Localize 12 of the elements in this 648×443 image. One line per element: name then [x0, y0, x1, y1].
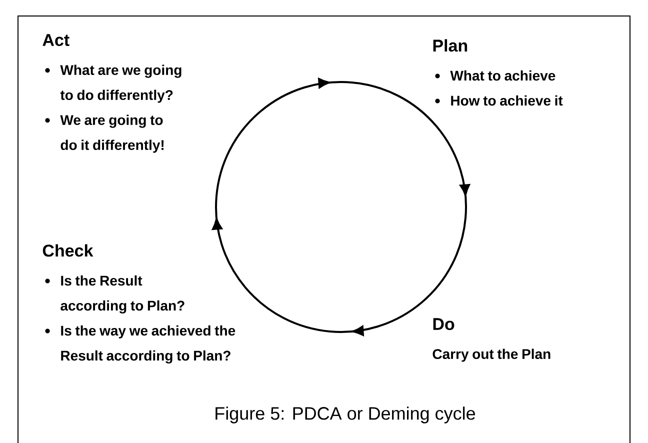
bullet-item: We are going to do it differently!	[45, 114, 164, 153]
heading: Check	[42, 244, 94, 257]
bullet-item: Is the way we achieved the Result according to Plan?	[45, 325, 236, 364]
heading: Do	[433, 318, 454, 330]
bullet-item: Is the Result according to Plan?	[45, 275, 184, 314]
bullet-item: What to achieve	[435, 70, 556, 81]
bullet-item: What are we going to do differently?	[45, 64, 182, 103]
heading: Act	[42, 34, 70, 46]
description: Carry out the Plan	[432, 348, 550, 362]
caption: Figure 5: PDCA or Deming cycle	[216, 406, 476, 424]
bullet-item: How to achieve it	[435, 95, 563, 106]
heading: Plan	[433, 39, 468, 52]
